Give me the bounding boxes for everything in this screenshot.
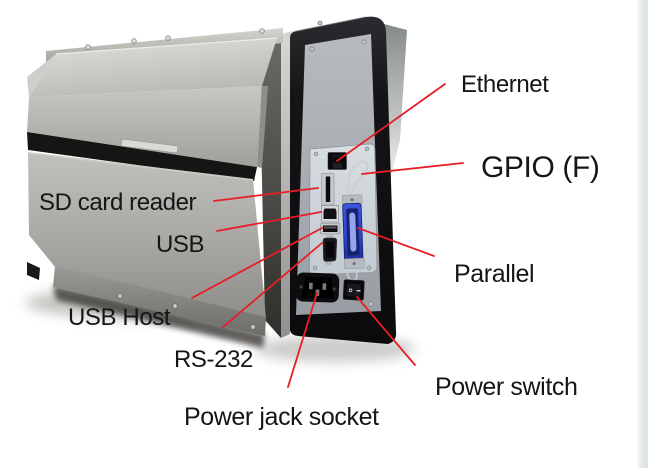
screws: [117, 293, 256, 330]
label-usb-host: USB Host: [68, 304, 171, 331]
media-slot: [27, 132, 257, 181]
power-switch-control: [342, 279, 365, 301]
callout-power-switch: [356, 296, 416, 366]
label-parallel: Parallel: [454, 260, 535, 288]
parallel-port: [342, 194, 365, 270]
screws: [85, 28, 265, 50]
screws: [309, 39, 374, 307]
callout-usb: [216, 211, 322, 232]
label-usb: USB: [156, 231, 205, 258]
label-sd-card-reader: SD card reader: [39, 189, 197, 216]
top-cover-hood: [27, 37, 278, 168]
base-skirt: [27, 262, 266, 336]
label-ethernet: Ethernet: [461, 71, 549, 98]
callout-ethernet: [336, 83, 446, 162]
usb-b-port: [321, 205, 339, 223]
callout-rs232: [222, 242, 323, 328]
rs232-port: [322, 234, 338, 265]
label-power-jack-socket: Power jack socket: [184, 403, 379, 431]
callout-lines: [191, 83, 464, 388]
callout-sd-card-reader: [213, 187, 319, 202]
lower-panel: [27, 152, 266, 318]
power-jack: [295, 272, 340, 303]
page-edge-band: [636, 0, 648, 468]
callout-power-jack: [287, 292, 318, 388]
label-gpio: GPIO (F): [481, 151, 600, 184]
callout-usb-host: [191, 227, 323, 299]
label-rs232: RS-232: [174, 346, 253, 373]
callout-gpio: [361, 162, 464, 175]
usb-host-port: [320, 223, 341, 235]
screw: [317, 20, 323, 26]
printer-left-body: [27, 28, 283, 336]
corner-bracket: [27, 262, 40, 280]
label-power-switch: Power switch: [435, 373, 578, 401]
screws: [312, 146, 372, 271]
callout-parallel: [357, 227, 435, 257]
io-panel: [308, 143, 378, 281]
sd-card-slot: [321, 173, 335, 206]
